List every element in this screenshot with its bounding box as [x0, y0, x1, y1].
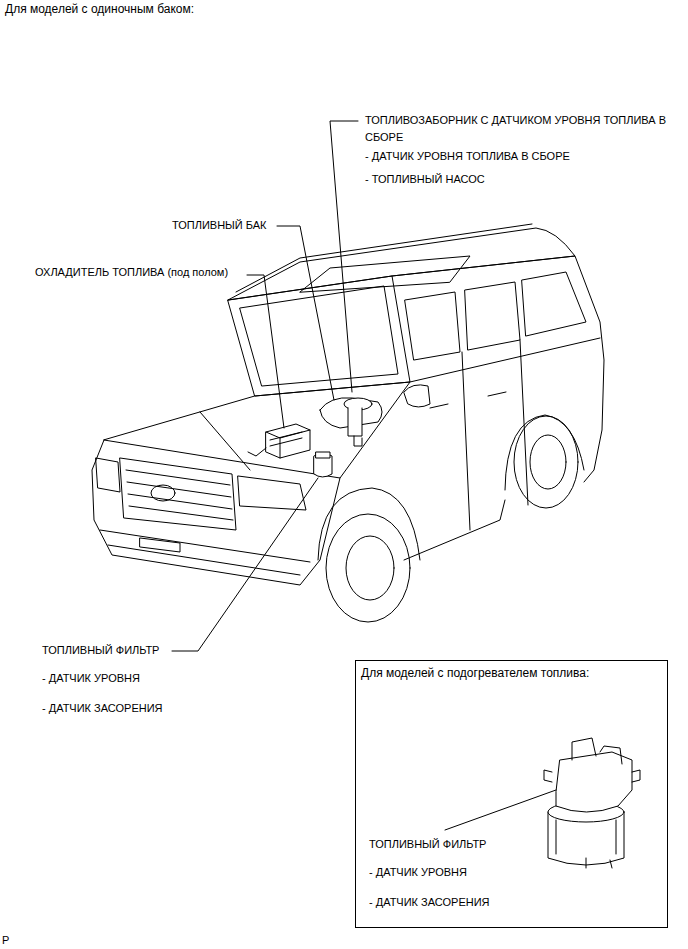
page-mark: P	[2, 931, 9, 949]
door-handles	[430, 392, 506, 408]
inset-heading: Для моделей с подогревателем топлива:	[361, 664, 589, 683]
inset-filter-ribs	[556, 820, 616, 854]
bumper	[100, 530, 310, 575]
mirror	[404, 385, 430, 407]
grille	[120, 458, 236, 530]
door-lines	[462, 340, 528, 530]
leader-line	[277, 226, 334, 400]
front-wheel	[326, 514, 410, 622]
belt-line	[410, 338, 600, 382]
fuel-pump	[348, 408, 362, 436]
windshield-glass	[240, 286, 398, 386]
part-label: - ДАТЧИК УРОВНЯ	[369, 863, 467, 882]
front-body	[92, 440, 340, 585]
fuel-filter	[314, 453, 332, 477]
part-label: - ДАТЧИК ЗАСОРЕНИЯ	[42, 699, 163, 718]
leader-line	[330, 121, 358, 392]
leader-line	[247, 275, 284, 428]
leader-line	[172, 478, 318, 651]
fuel-cooler-fins	[270, 432, 302, 446]
page-heading: Для моделей с одиночным баком:	[5, 0, 194, 19]
sunroof	[300, 256, 470, 292]
hood	[104, 382, 410, 478]
inset-panel: Для моделей с подогревателем топлива: ТОП…	[355, 660, 668, 928]
windshield	[228, 276, 410, 396]
inset-filter-connectors	[544, 770, 640, 782]
part-label: - ДАТЧИК УРОВНЯ	[42, 669, 140, 688]
headlight	[96, 458, 120, 492]
quarter-window	[522, 272, 586, 336]
roof-rail	[236, 224, 532, 292]
grille-bars	[126, 470, 233, 520]
hood-crease	[200, 412, 250, 470]
part-label: ОХЛАДИТЕЛЬ ТОПЛИВА (под полом)	[35, 263, 228, 282]
part-label: - ДАТЧИК ЗАСОРЕНИЯ	[369, 893, 490, 912]
body-side	[392, 256, 604, 482]
headlight	[238, 476, 306, 510]
leader-line	[445, 790, 556, 830]
front-window	[405, 292, 460, 360]
fuel-cooler-pipe	[248, 448, 266, 456]
front-rim	[346, 536, 394, 600]
emblem	[151, 485, 175, 501]
part-label: - ТОПЛИВНЫЙ НАСОС	[365, 170, 485, 189]
fog-lamp	[140, 538, 180, 552]
part-label: ТОПЛИВНЫЙ ФИЛЬТР	[369, 835, 486, 854]
rear-wheel-arch	[505, 415, 584, 490]
rear-rim	[530, 435, 566, 489]
inset-filter-head	[556, 752, 632, 812]
rear-wheel	[514, 416, 578, 508]
part-label: ТОПЛИВНЫЙ ФИЛЬТР	[42, 641, 159, 660]
front-wheel-arch	[318, 488, 420, 560]
rear-window	[465, 282, 520, 350]
fuel-cooler	[266, 424, 310, 458]
part-label: - ДАТЧИК УРОВНЯ ТОПЛИВА В СБОРЕ	[365, 147, 570, 166]
inset-filter-ports	[572, 738, 622, 764]
part-label: ТОПЛИВНЫЙ БАК	[172, 216, 267, 235]
inset-filter-drain	[586, 858, 612, 868]
part-label: ТОПЛИВОЗАБОРНИК С ДАТЧИКОМ УРОВНЯ ТОПЛИВ…	[365, 112, 680, 146]
fuel-filter-head	[316, 452, 330, 458]
pump-sender	[354, 436, 362, 446]
